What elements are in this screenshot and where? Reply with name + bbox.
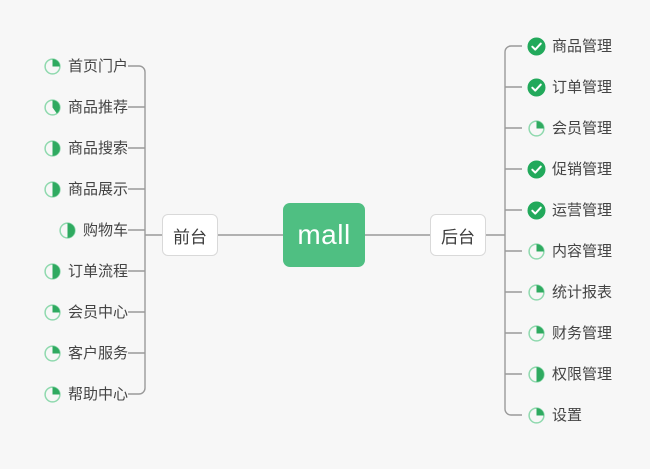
leaf-item-label: 权限管理 [552,365,613,383]
check-circle-icon [527,160,546,179]
leaf-item-label: 内容管理 [552,242,613,260]
leaf-item-label: 促销管理 [552,160,613,178]
check-circle-icon [527,201,546,220]
pie-progress-icon [527,283,546,302]
pie-progress-icon [527,365,546,384]
leaf-item-right-3[interactable]: 会员管理 [527,116,612,140]
branch-node-frontend[interactable]: 前台 [162,214,218,256]
pie-progress-icon [527,242,546,261]
pie-progress-icon [43,344,62,363]
leaf-item-right-6[interactable]: 内容管理 [527,239,612,263]
leaf-item-label: 订单管理 [552,78,613,96]
leaf-item-label: 客户服务 [67,344,128,362]
pie-progress-icon [43,262,62,281]
center-node-label: mall [297,219,351,250]
leaf-item-label: 会员管理 [552,119,613,137]
pie-progress-icon [527,406,546,425]
branch-node-backend[interactable]: 后台 [430,214,486,256]
pie-progress-icon [43,180,62,199]
leaf-item-left-8[interactable]: 客户服务 [43,341,128,365]
leaf-item-label: 首页门户 [67,57,128,75]
pie-progress-icon [43,98,62,117]
leaf-item-label: 商品搜索 [67,139,128,157]
leaf-item-right-5[interactable]: 运营管理 [527,198,612,222]
pie-progress-icon [527,324,546,343]
pie-progress-icon [43,303,62,322]
leaf-item-right-2[interactable]: 订单管理 [527,75,612,99]
leaf-item-right-1[interactable]: 商品管理 [527,34,612,58]
left-stub-1 [128,65,146,73]
leaf-item-label: 购物车 [82,221,128,239]
left-stub-9 [128,387,146,395]
leaf-item-label: 帮助中心 [67,385,128,403]
pie-progress-icon [58,221,77,240]
leaf-item-label: 设置 [552,406,583,424]
pie-progress-icon [43,385,62,404]
leaf-item-label: 财务管理 [552,324,613,342]
leaf-item-label: 统计报表 [552,283,613,301]
leaf-item-right-8[interactable]: 财务管理 [527,321,612,345]
leaf-item-right-4[interactable]: 促销管理 [527,157,612,181]
leaf-item-label: 商品管理 [552,37,613,55]
leaf-item-label: 订单流程 [67,262,128,280]
leaf-item-label: 会员中心 [67,303,128,321]
leaf-item-left-9[interactable]: 帮助中心 [43,382,128,406]
branch-node-frontend-label: 前台 [173,227,207,247]
leaf-item-label: 运营管理 [552,201,613,219]
center-node-mall[interactable]: mall [283,203,365,267]
check-circle-icon [527,37,546,56]
right-stub-10 [504,408,522,416]
check-circle-icon [527,78,546,97]
leaf-item-left-7[interactable]: 会员中心 [43,300,128,324]
leaf-item-left-3[interactable]: 商品搜索 [43,136,128,160]
pie-progress-icon [43,57,62,76]
leaf-item-label: 商品推荐 [67,98,128,116]
leaf-item-label: 商品展示 [67,180,128,198]
pie-progress-icon [43,139,62,158]
leaf-item-left-4[interactable]: 商品展示 [43,177,128,201]
branch-node-backend-label: 后台 [441,227,475,247]
leaf-item-right-10[interactable]: 设置 [527,403,582,427]
right-stub-1 [504,45,522,53]
leaf-item-left-6[interactable]: 订单流程 [43,259,128,283]
leaf-item-left-1[interactable]: 首页门户 [43,54,128,78]
leaf-item-left-2[interactable]: 商品推荐 [43,95,128,119]
leaf-item-right-7[interactable]: 统计报表 [527,280,612,304]
pie-progress-icon [527,119,546,138]
leaf-item-right-9[interactable]: 权限管理 [527,362,612,386]
leaf-item-left-5[interactable]: 购物车 [58,218,128,242]
